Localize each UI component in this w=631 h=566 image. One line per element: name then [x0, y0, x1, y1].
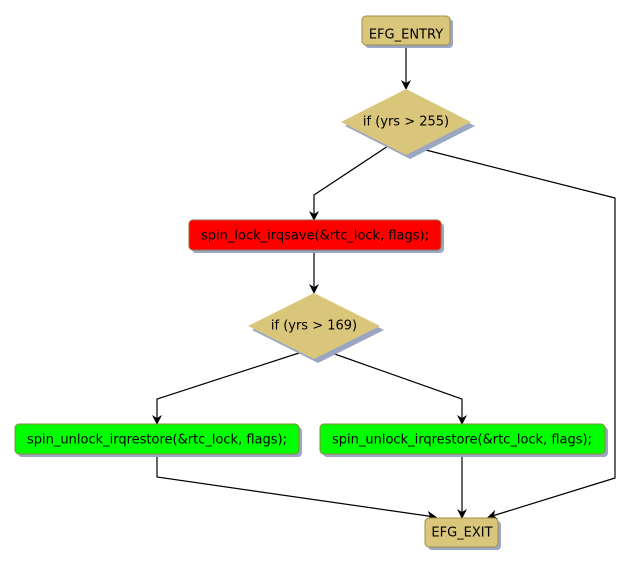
edge-unlock-left-to-exit	[156, 454, 437, 521]
decision-node-yrs-gt-169[interactable]: if (yrs > 169)	[248, 293, 384, 363]
unlock-node-right[interactable]: spin_unlock_irqrestore(&rtc_lock, flags)…	[319, 423, 608, 457]
lock-node-label: spin_lock_irqsave(&rtc_lock, flags);	[201, 229, 429, 244]
edge-cond2-to-unlock-right	[328, 351, 467, 425]
edge-cond1-to-lock	[309, 145, 389, 221]
unlock-node-left[interactable]: spin_unlock_irqrestore(&rtc_lock, flags)…	[14, 423, 302, 457]
lock-node[interactable]: spin_lock_irqsave(&rtc_lock, flags);	[188, 219, 444, 253]
unlock-node-left-label: spin_unlock_irqrestore(&rtc_lock, flags)…	[27, 433, 287, 448]
edge-cond1-to-exit	[417, 147, 616, 520]
edge-cond2-to-unlock-left	[152, 352, 300, 425]
decision-node-yrs-gt-169-label: if (yrs > 169)	[271, 319, 357, 334]
exit-node[interactable]: EFG_EXIT	[424, 517, 501, 550]
unlock-node-right-label: spin_unlock_irqrestore(&rtc_lock, flags)…	[332, 433, 592, 448]
edges	[152, 45, 616, 521]
entry-node-label: EFG_ENTRY	[369, 28, 443, 43]
decision-node-yrs-gt-255[interactable]: if (yrs > 255)	[341, 89, 475, 159]
entry-node[interactable]: EFG_ENTRY	[361, 15, 453, 48]
decision-node-yrs-gt-255-label: if (yrs > 255)	[363, 115, 449, 130]
exit-node-label: EFG_EXIT	[431, 526, 492, 541]
